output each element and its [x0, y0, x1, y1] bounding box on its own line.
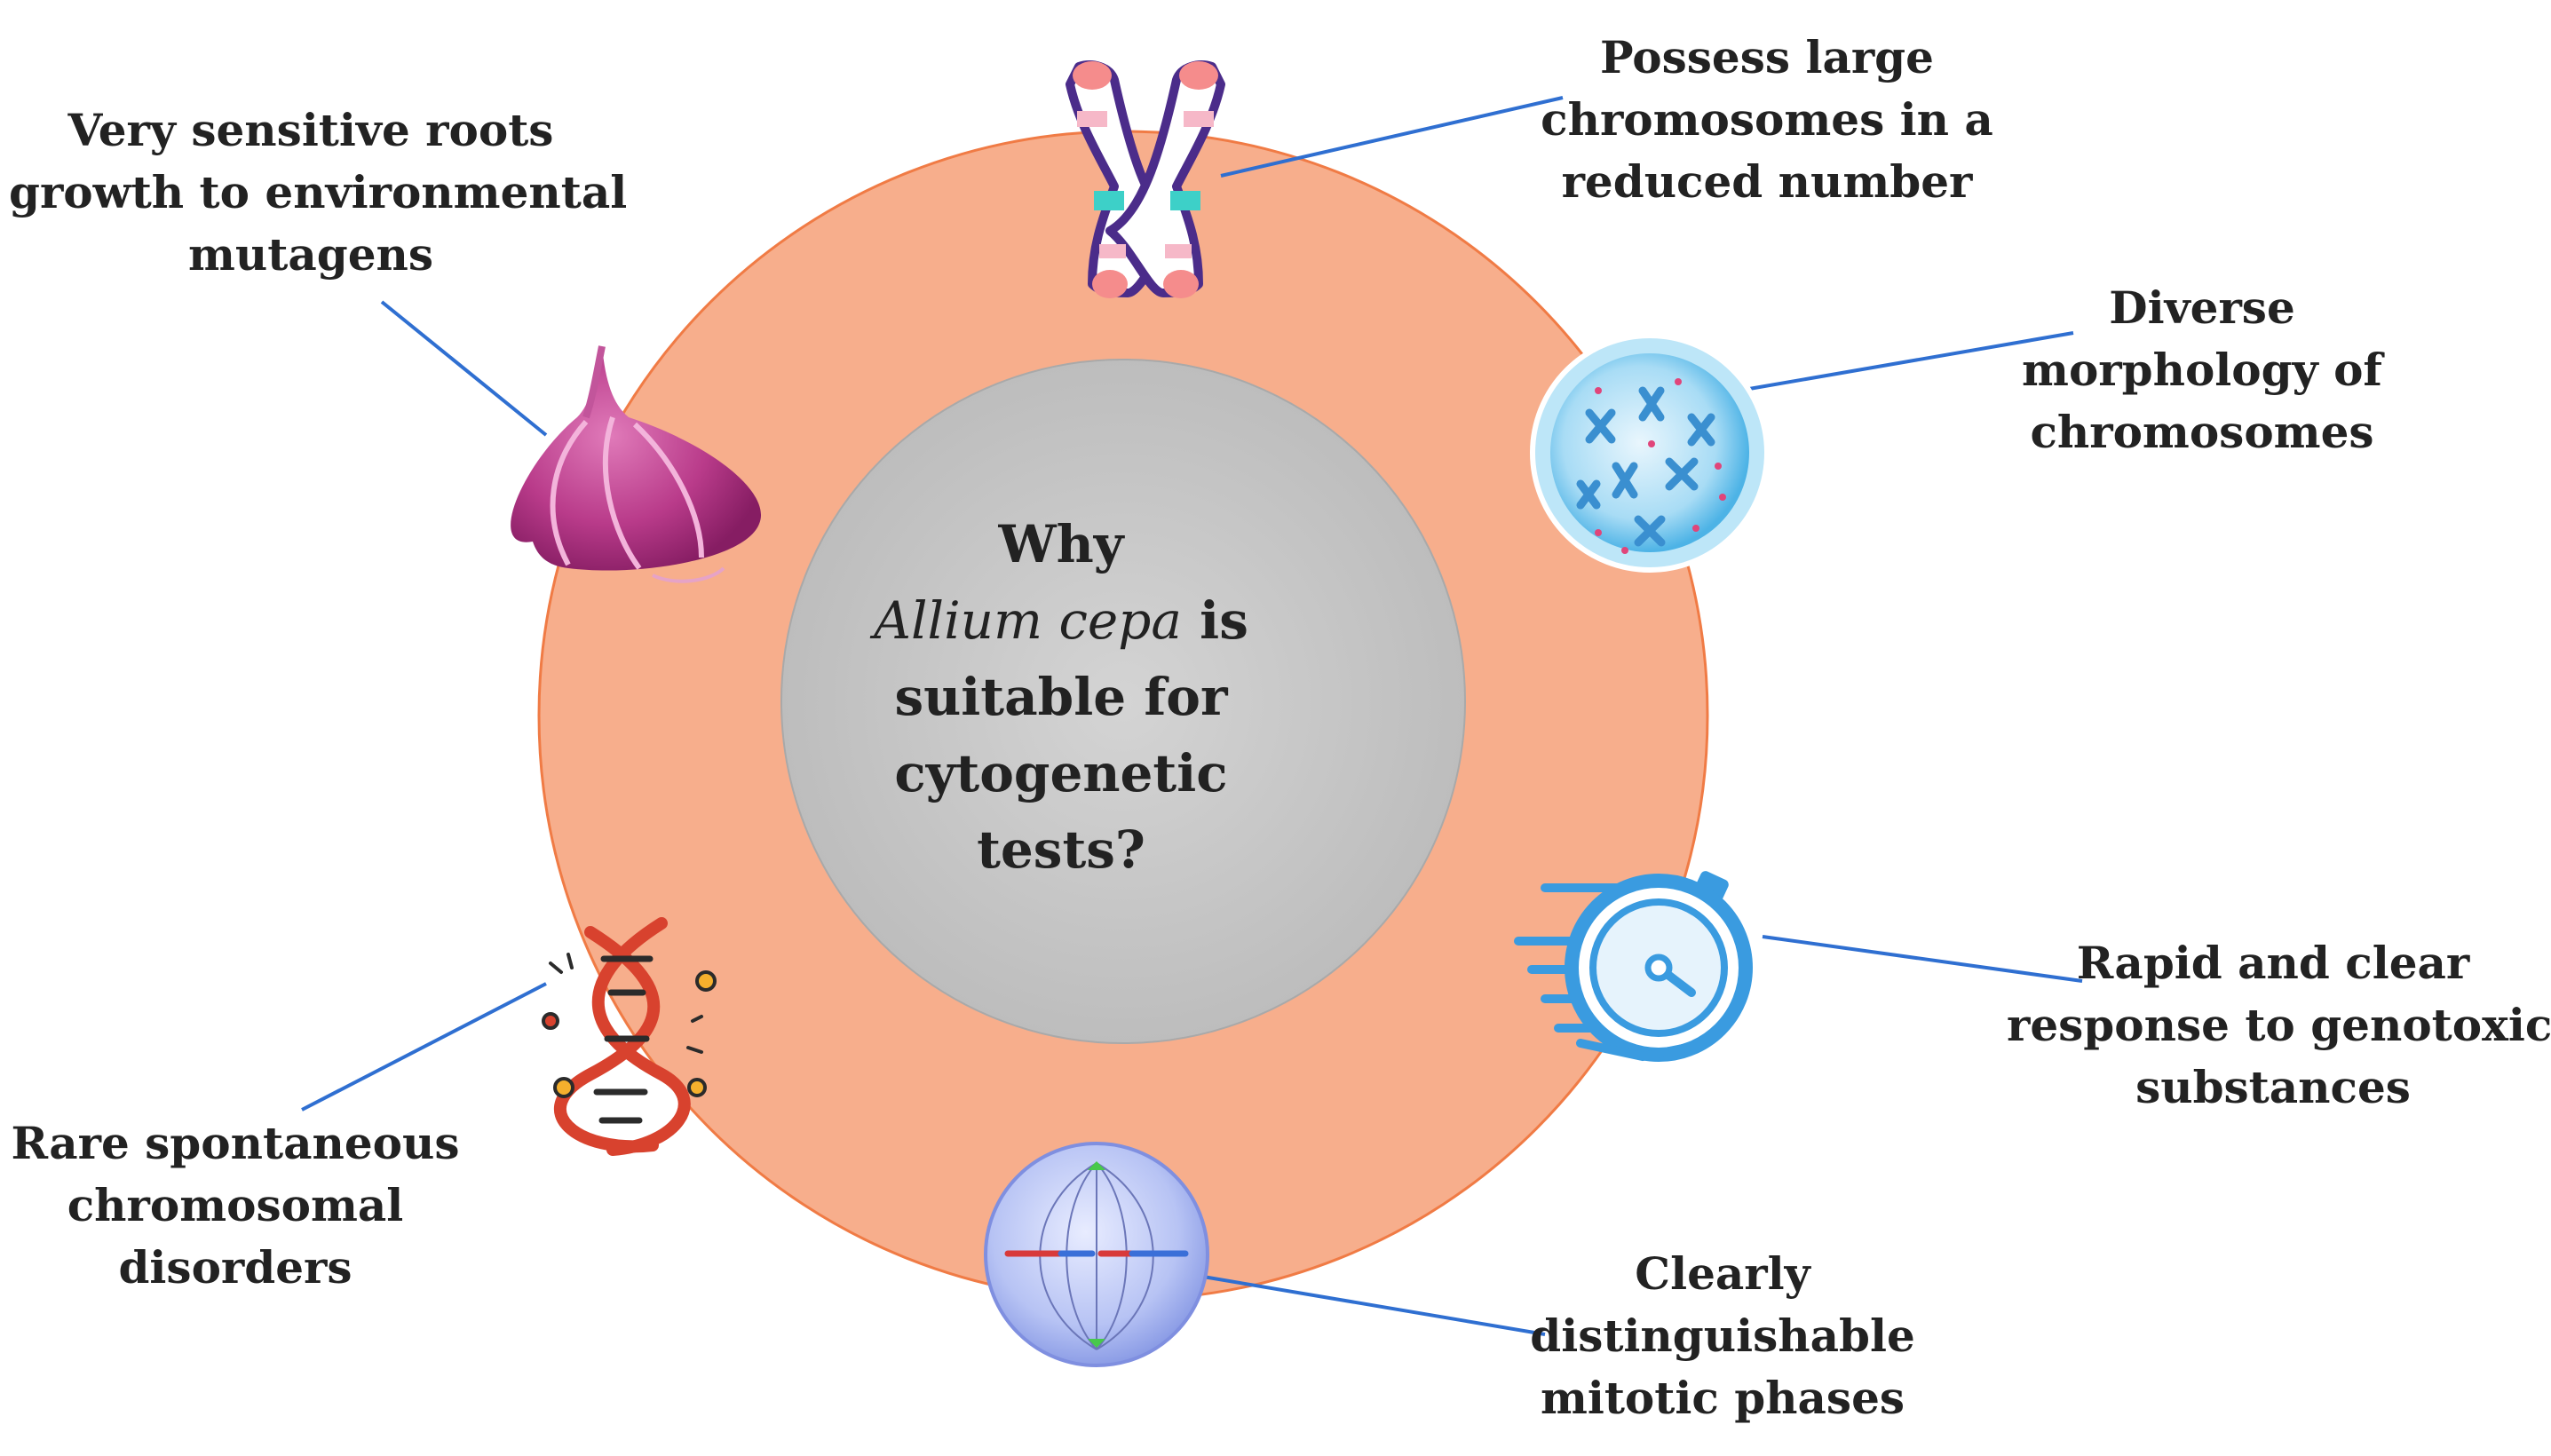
label-disorders-line-2: chromosomal	[67, 1179, 404, 1231]
center-question: Why Allium cepa is suitable for cytogene…	[781, 506, 1341, 888]
connector-morphology	[1748, 331, 2074, 391]
label-roots-line-2: growth to environmental	[9, 166, 628, 218]
label-response-line-2: response to genotoxic	[2007, 999, 2551, 1051]
center-line-3: suitable for	[894, 667, 1228, 727]
label-response-line-3: substances	[2135, 1061, 2411, 1113]
center-line-1: Why	[998, 514, 1124, 574]
center-line-2: Allium cepa is	[781, 582, 1341, 659]
label-morphology-line-2: morphology of	[2022, 344, 2382, 396]
label-response-line-1: Rapid and clear	[2076, 937, 2470, 989]
stopwatch-icon	[1514, 871, 1753, 1062]
label-mitotic-line-3: mitotic phases	[1540, 1372, 1905, 1424]
mitosis-cell-icon	[984, 1142, 1209, 1367]
label-chromosomes-line-2: chromosomes in a	[1541, 93, 1993, 146]
label-morphology-line-1: Diverse	[2109, 281, 2295, 334]
connector-mitotic	[1202, 1275, 1546, 1336]
label-roots-line-3: mutagens	[187, 228, 434, 281]
center-line-5: tests?	[977, 819, 1145, 880]
species-name: Allium cepa	[874, 590, 1182, 651]
center-line-4: cytogenetic	[894, 743, 1228, 803]
label-response: Rapid and clear response to genotoxic su…	[2007, 932, 2551, 1119]
inner-circle	[780, 359, 1466, 1044]
label-roots: Very sensitive roots growth to environme…	[9, 99, 628, 286]
label-disorders-line-3: disorders	[118, 1241, 353, 1294]
label-disorders-line-1: Rare spontaneous	[11, 1117, 460, 1169]
label-morphology-line-3: chromosomes	[2030, 406, 2374, 458]
onion-icon	[511, 345, 762, 583]
label-mitotic: Clearly distinguishable mitotic phases	[1456, 1243, 1989, 1429]
cell-nucleus-icon	[1530, 333, 1770, 573]
connector-response	[1762, 935, 2083, 983]
connector-chromosomes	[1220, 96, 1564, 178]
chromosome-icon	[1066, 60, 1225, 298]
connector-roots	[380, 300, 548, 437]
label-chromosomes-line-1: Possess large	[1600, 31, 1934, 83]
label-morphology: Diverse morphology of chromosomes	[1936, 277, 2468, 463]
label-chromosomes: Possess large chromosomes in a reduced n…	[1492, 27, 2042, 213]
center-line-2-rest: is	[1181, 590, 1248, 651]
label-roots-line-1: Very sensitive roots	[67, 104, 554, 156]
label-mitotic-line-2: distinguishable	[1530, 1310, 1915, 1362]
connector-disorders	[301, 982, 547, 1112]
dna-helix-icon	[542, 917, 717, 1156]
label-disorders: Rare spontaneous chromosomal disorders	[9, 1112, 462, 1299]
label-mitotic-line-1: Clearly	[1635, 1247, 1810, 1300]
connector-lines	[301, 96, 2083, 1336]
label-chromosomes-line-3: reduced number	[1561, 155, 1973, 208]
